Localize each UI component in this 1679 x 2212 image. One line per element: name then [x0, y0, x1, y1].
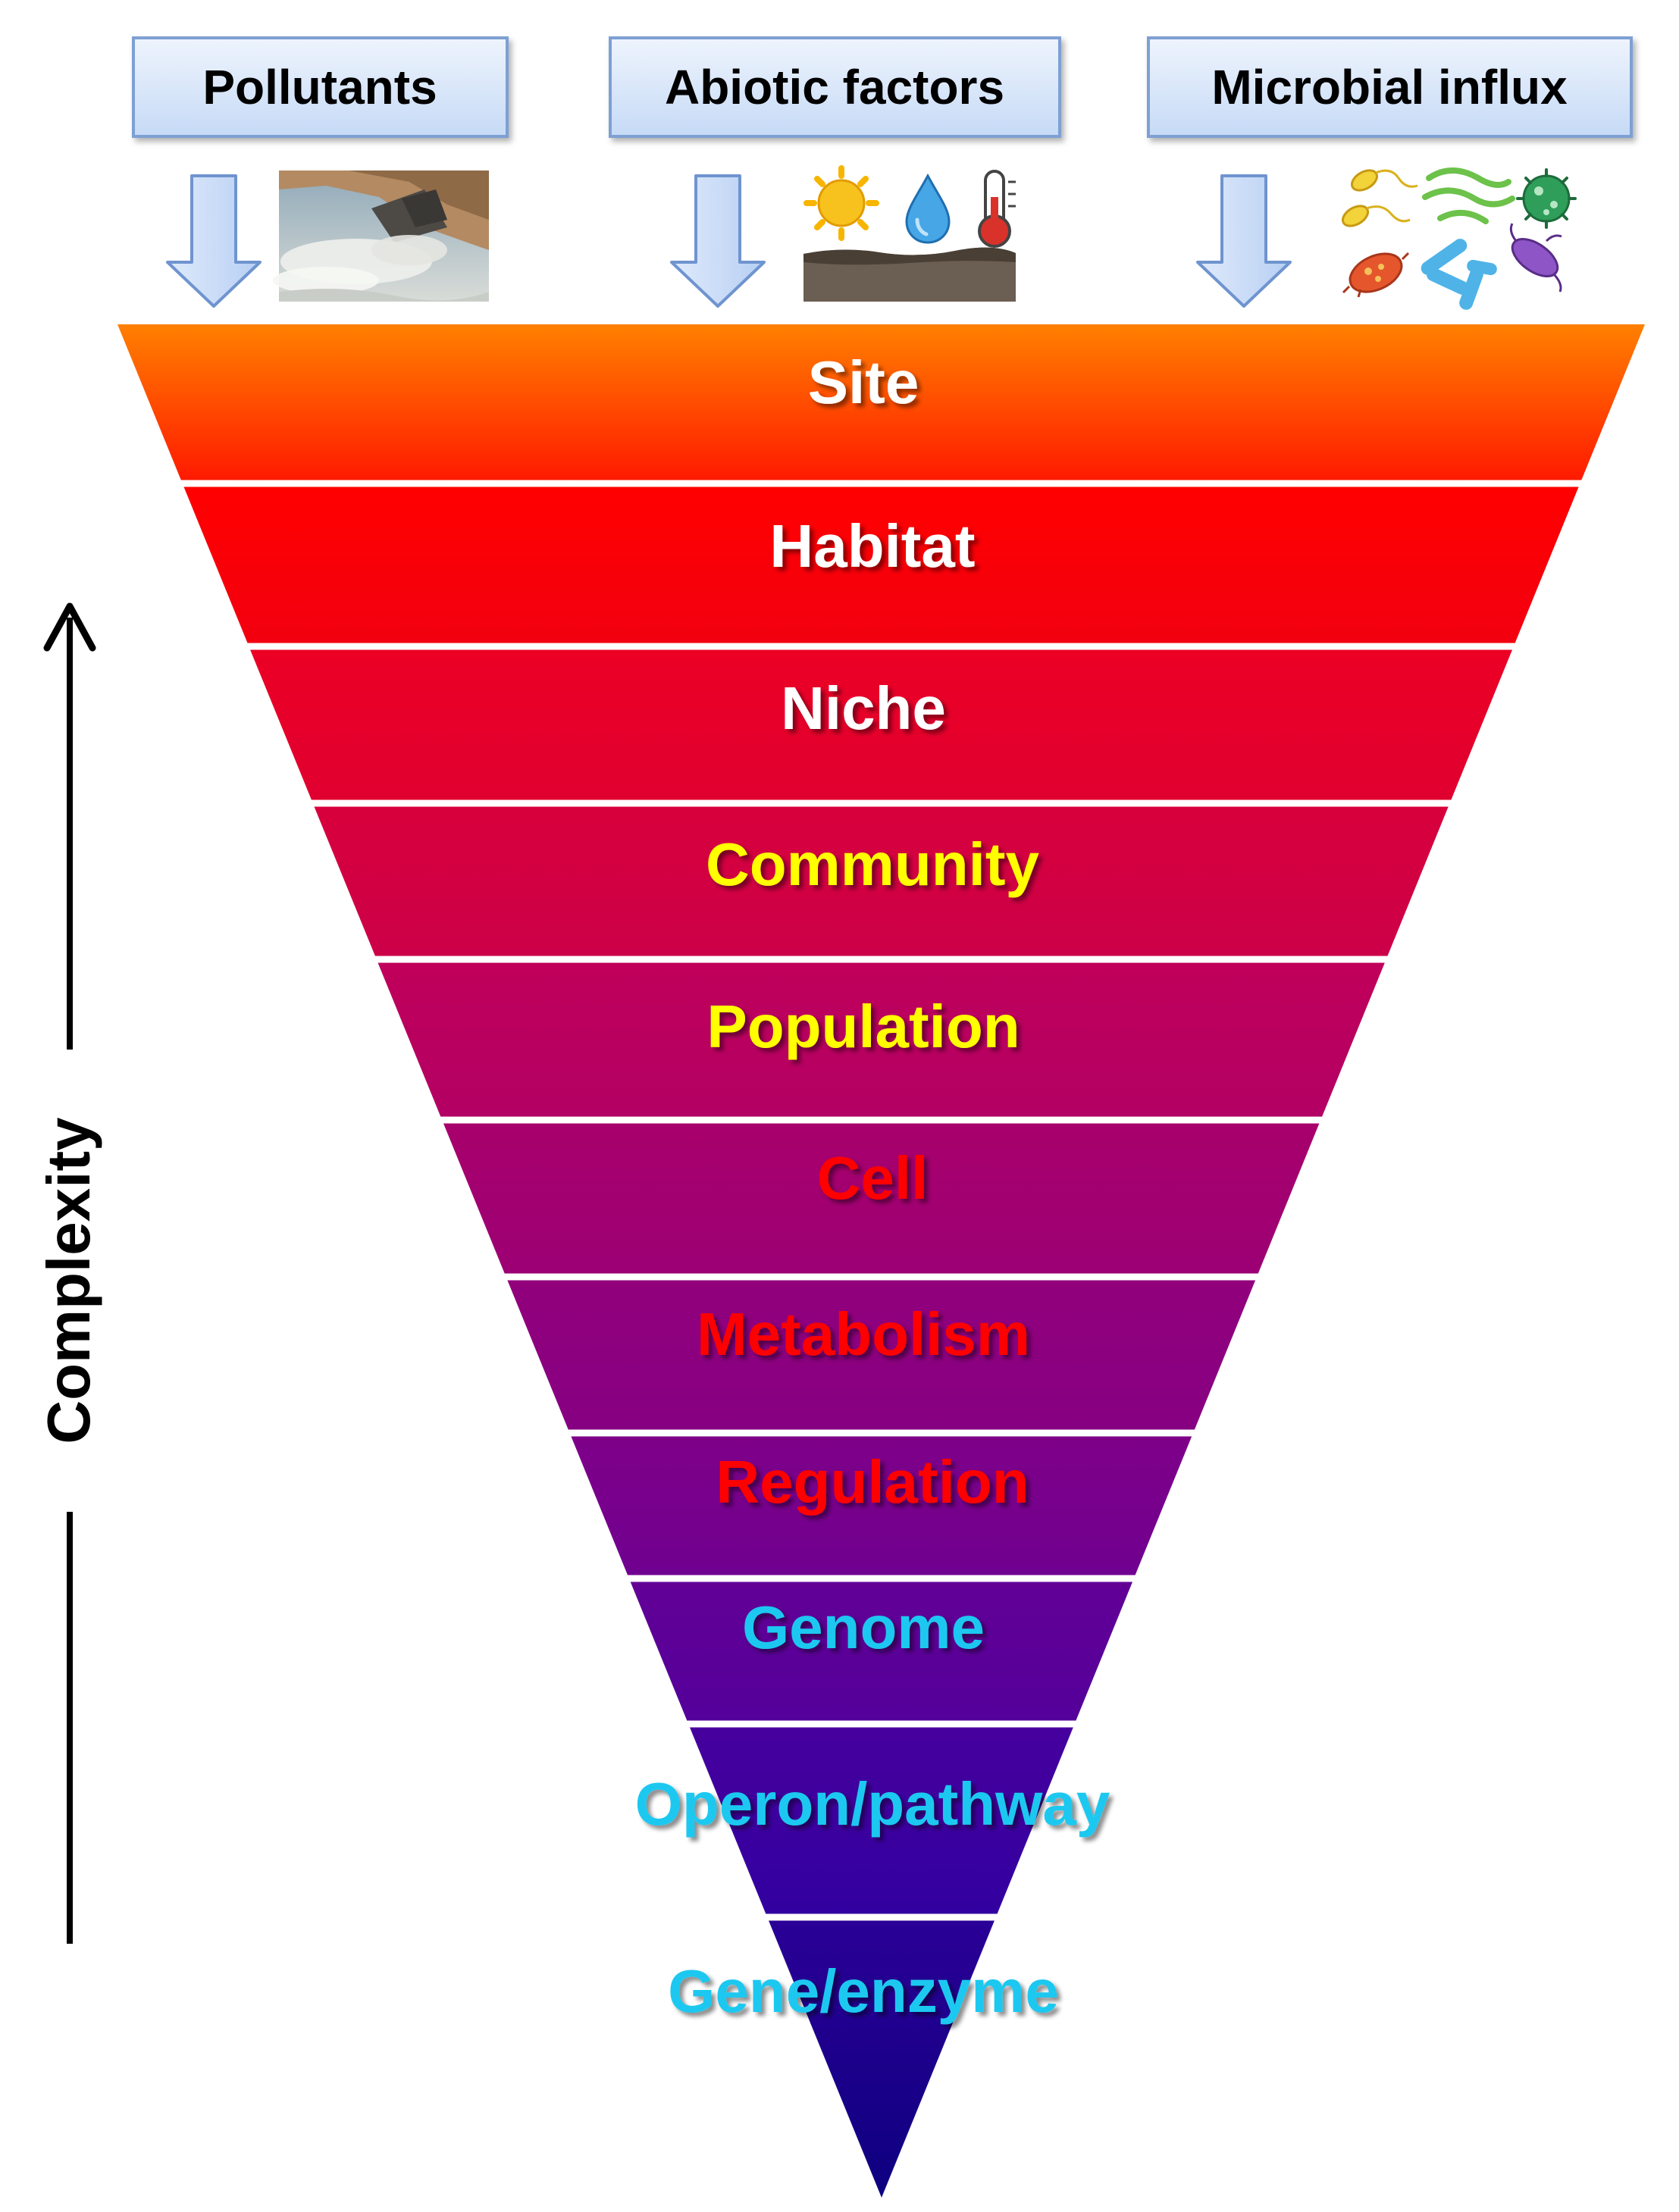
rod-microbe-icon: [1509, 223, 1562, 293]
level-label-regulation: Regulation: [716, 1448, 1029, 1516]
level-band-metabolism: [507, 1280, 1256, 1430]
level-band-gene-enzyme: [769, 1920, 995, 2198]
flagellate-microbe-icon: [1341, 169, 1418, 227]
level-band-habitat: [183, 487, 1579, 643]
input-box-abiotic-factors: Abiotic factors: [609, 36, 1061, 138]
level-label-community: Community: [706, 831, 1040, 898]
level-band-genome: [630, 1582, 1132, 1721]
spirilla-microbe-icon: [1422, 167, 1515, 224]
down-arrow-icon: [1196, 174, 1292, 308]
sun-icon: [803, 165, 879, 241]
level-label-niche: Niche: [781, 674, 946, 742]
level-label-genome: Genome: [742, 1594, 985, 1661]
cocci-microbe-icon: [1342, 252, 1410, 298]
level-band-operon-pathway: [690, 1727, 1073, 1914]
level-band-site: [117, 324, 1645, 480]
input-label-abiotic-factors: Abiotic factors: [665, 60, 1004, 114]
water-drop-icon: [905, 173, 951, 244]
wastewater-discharge-icon: [273, 171, 489, 302]
axis-label-complexity: Complexity: [35, 1117, 102, 1444]
thermometer-icon: [978, 170, 1016, 248]
down-arrow-icon: [670, 174, 766, 308]
level-label-metabolism: Metabolism: [697, 1300, 1030, 1368]
soil-icon: [803, 247, 1016, 302]
level-band-niche: [250, 649, 1513, 800]
level-label-site: Site: [808, 349, 919, 416]
input-box-microbial-influx: Microbial influx: [1147, 36, 1633, 138]
bacilli-microbe-icon: [1421, 239, 1497, 310]
level-band-population: [377, 962, 1385, 1117]
level-band-regulation: [571, 1436, 1192, 1575]
level-label-gene-enzyme: Gene/enzyme: [668, 1957, 1059, 2025]
input-label-pollutants: Pollutants: [202, 60, 437, 114]
level-label-habitat: Habitat: [769, 512, 975, 580]
level-label-operon-pathway: Operon/pathway: [635, 1770, 1110, 1838]
complexity-axis: Complexity: [35, 602, 102, 1944]
level-band-cell: [443, 1123, 1320, 1274]
level-band-community: [314, 806, 1449, 956]
virus-microbe-icon: [1516, 168, 1577, 229]
down-arrow-icon: [166, 174, 262, 308]
level-label-population: Population: [706, 993, 1020, 1060]
microbes-icon: [1341, 167, 1577, 310]
sun-water-thermometer-soil-icon: [803, 165, 1016, 302]
pyramid-levels: SiteHabitatNicheCommunityPopulationCellM…: [117, 324, 1645, 2198]
level-label-cell: Cell: [817, 1144, 929, 1212]
input-label-microbial-influx: Microbial influx: [1211, 60, 1568, 114]
input-box-pollutants: Pollutants: [132, 36, 509, 138]
up-arrow-icon: [43, 602, 96, 652]
